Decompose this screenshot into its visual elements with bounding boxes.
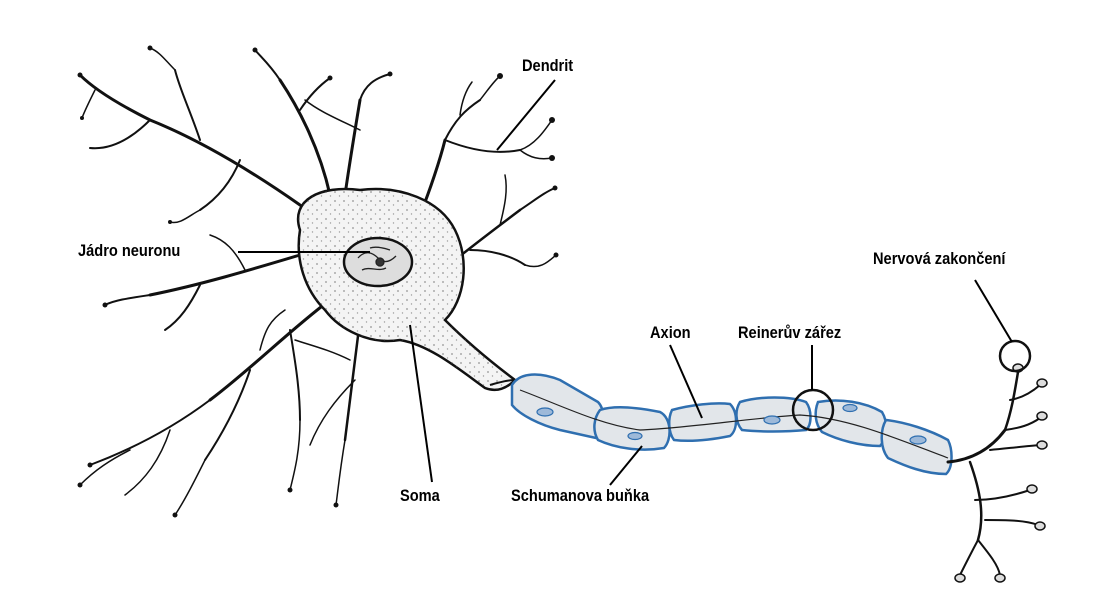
label-schwann-cell: Schumanova buňka	[511, 486, 650, 505]
label-dendrite: Dendrit	[522, 56, 574, 75]
label-node-of-ranvier: Reinerův zářez	[738, 323, 842, 342]
leader-schwann	[609, 445, 643, 486]
axon-core	[519, 389, 949, 459]
leader-soma	[409, 324, 433, 483]
leader-axon	[669, 344, 703, 419]
leader-terminal	[974, 279, 1013, 343]
dendrite-spines	[77, 45, 559, 518]
myelin-sheath	[510, 373, 953, 476]
schwann-nuclei	[536, 403, 927, 445]
terminal-marker-circle	[998, 339, 1032, 373]
nucleus-chromatin	[357, 246, 397, 271]
label-soma: Soma	[400, 486, 440, 505]
leader-lines	[238, 79, 1013, 486]
schwann-cell-1	[510, 373, 605, 440]
schwann-cell-6	[880, 418, 953, 476]
label-nucleus: Jádro neuronu	[78, 241, 181, 260]
soma-texture	[298, 189, 515, 390]
label-axon: Axion	[650, 323, 691, 342]
axon-hillock	[489, 379, 516, 386]
label-nerve-terminal: Nervová zakončení	[873, 249, 1006, 268]
axon-terminal	[946, 370, 1041, 576]
leader-dendrite	[496, 79, 556, 151]
terminal-boutons	[954, 363, 1048, 583]
dendrites	[78, 47, 557, 516]
schwann-cell-3	[668, 402, 738, 443]
